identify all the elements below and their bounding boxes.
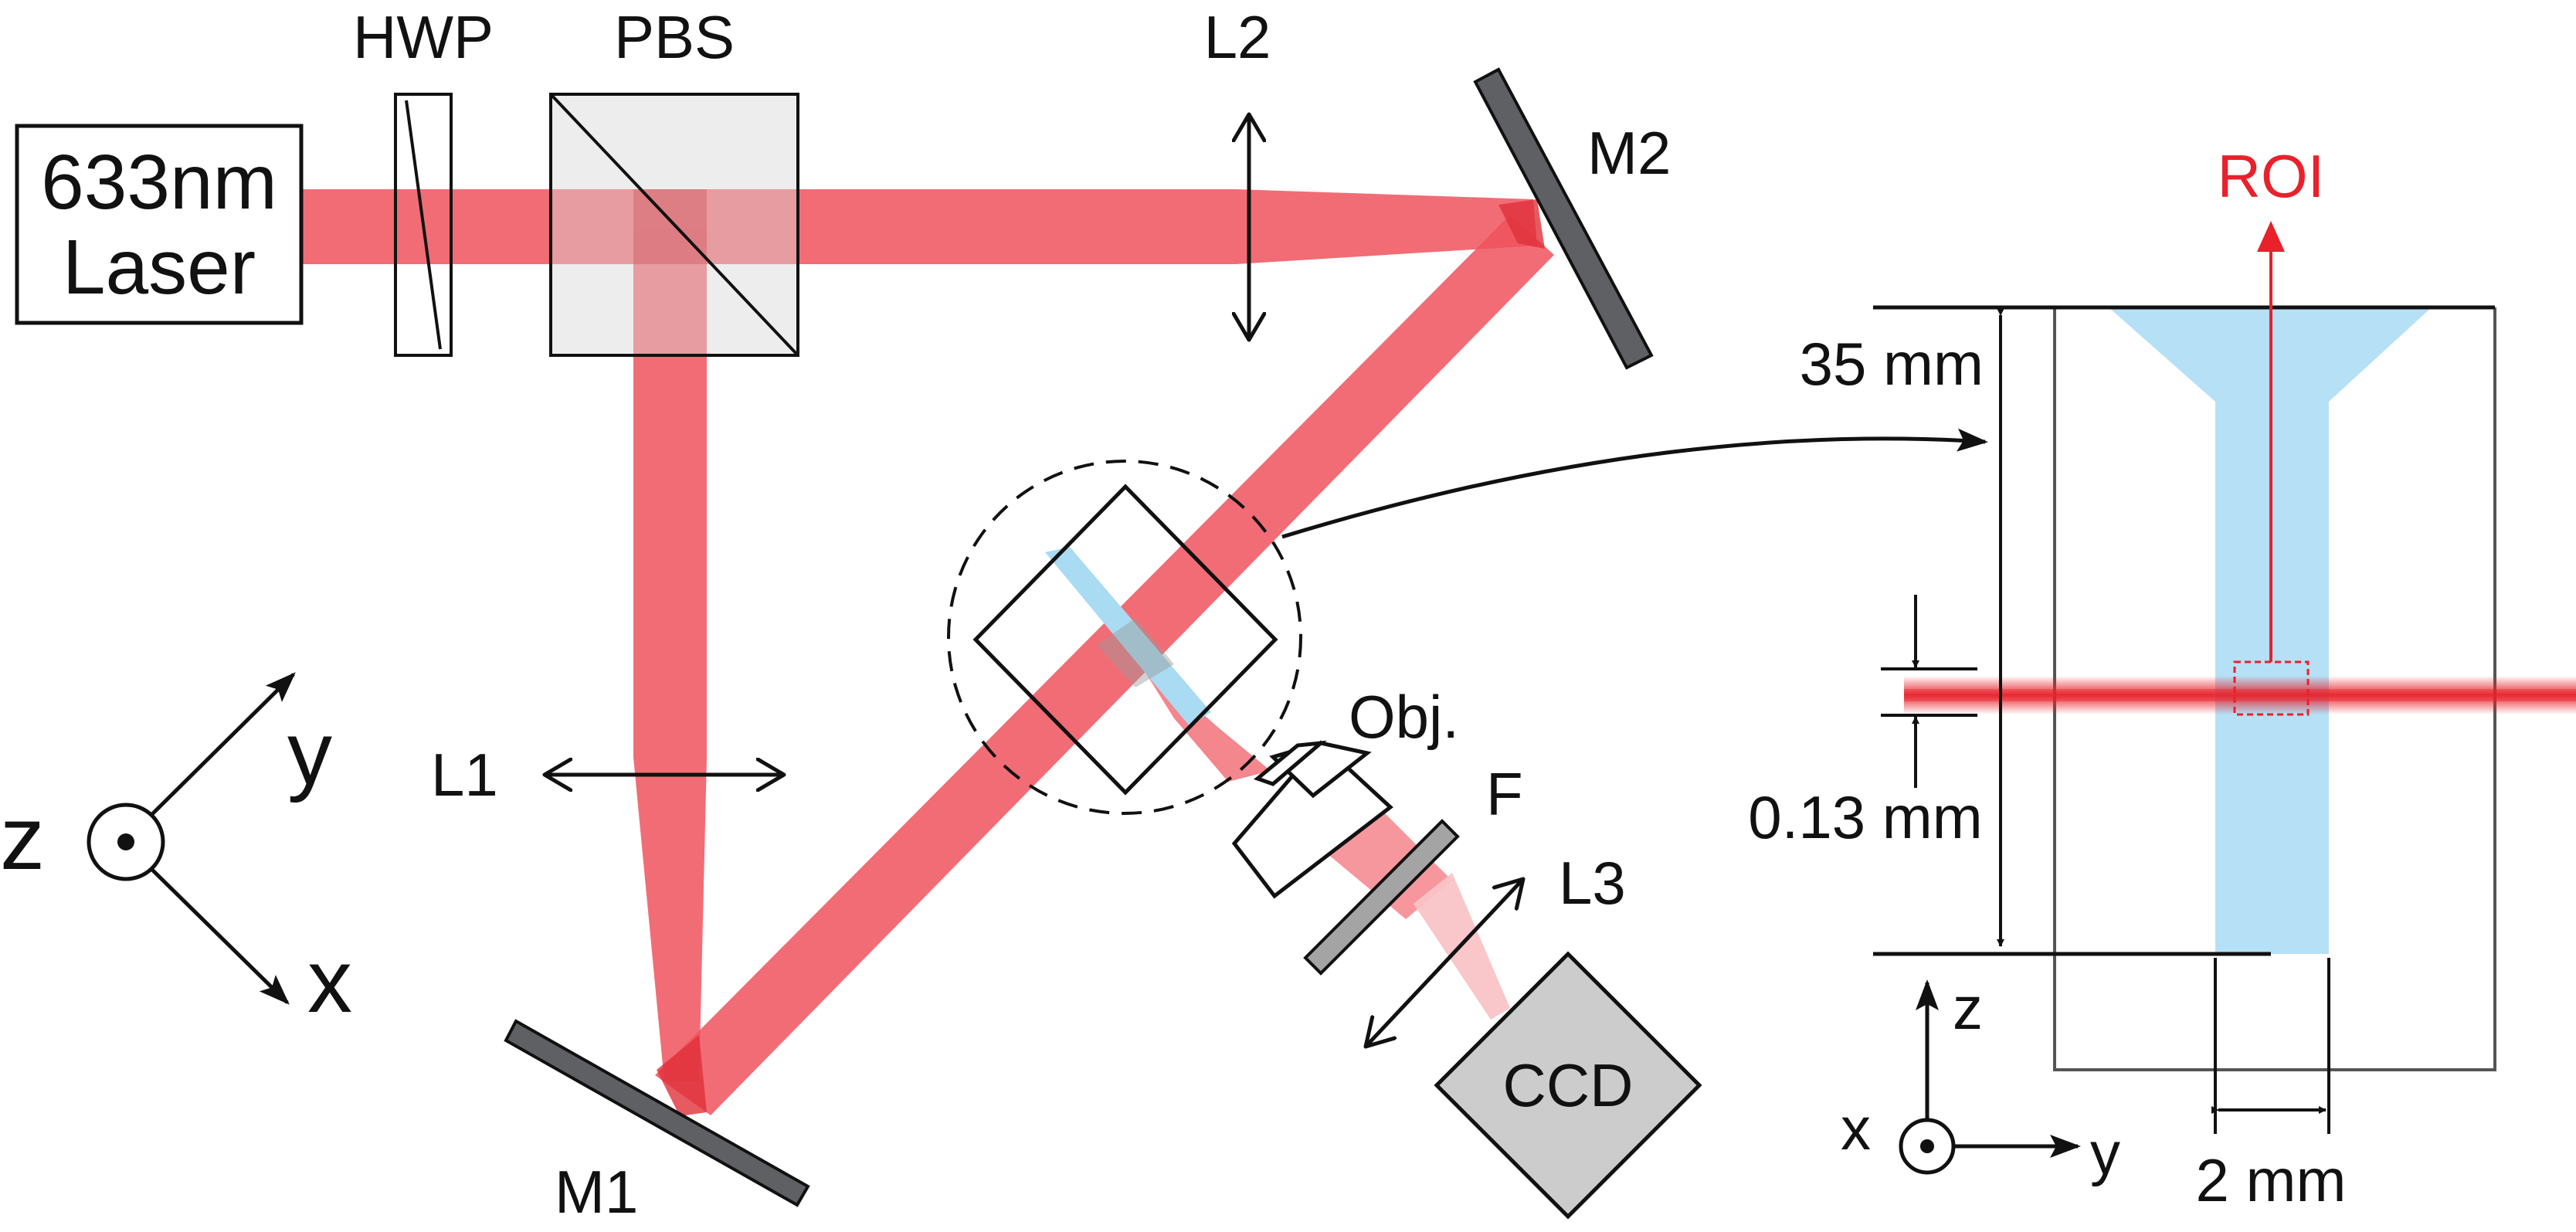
lens-l1: L1 — [431, 741, 784, 809]
inset-light-sheet-core — [1904, 689, 2576, 701]
laser-label-line1: 633nm — [41, 139, 277, 226]
hwp-body — [394, 93, 453, 357]
pbs-diagonal — [549, 93, 799, 357]
pbs-label: PBS — [614, 3, 735, 71]
lens-l3-symbol — [1366, 879, 1523, 1047]
beam-overlap-m2 — [1498, 199, 1545, 249]
axes-main: z y x — [0, 672, 352, 1031]
mirror-m2: M2 — [1473, 67, 1671, 370]
cuvette-body — [972, 484, 1278, 796]
beam-overlap-m1 — [657, 1035, 707, 1116]
beam-laser-to-m2 — [301, 189, 1537, 264]
inset-light-sheet — [1904, 676, 2576, 714]
inset-axis-x-dot — [1920, 1139, 1934, 1153]
inset-roi-label: ROI — [2218, 142, 2325, 210]
ccd-label: CCD — [1503, 1051, 1634, 1119]
hwp-diagonal — [405, 100, 442, 350]
laser-label-line2: Laser — [63, 224, 256, 311]
flow-channel — [1045, 547, 1211, 726]
inset-detail: ROI 35 mm 0.13 mm 2 mm z x y — [1748, 142, 2576, 1214]
ccd-camera: CCD — [1434, 951, 1702, 1220]
objective-label: Obj. — [1349, 683, 1459, 751]
axis-z-dot — [117, 833, 134, 850]
laser-beam-path — [301, 189, 1554, 1116]
mirror-m2-label: M2 — [1587, 119, 1671, 187]
beam-pbs-to-m1 — [633, 228, 707, 1081]
lens-l3: L3 — [1366, 849, 1626, 1047]
mirror-m1-body — [504, 1019, 810, 1207]
inset-height-label: 35 mm — [1800, 330, 1984, 398]
zoom-circle — [947, 460, 1302, 815]
hwp-label: HWP — [353, 3, 494, 71]
beam-in-sample — [1097, 618, 1174, 687]
lens-l2: L2 — [1204, 3, 1271, 340]
lens-l3-label: L3 — [1559, 849, 1626, 917]
beam-overlap-pbs — [633, 189, 707, 264]
zoom-arrow — [1281, 428, 1988, 539]
inset-axis-z-label: z — [1953, 974, 1983, 1042]
laser-box — [15, 124, 304, 325]
mirror-m2-body — [1473, 67, 1654, 370]
objective-tip — [1253, 740, 1327, 786]
sample-cuvette — [947, 460, 1302, 815]
inset-axis-y-label: y — [2090, 1119, 2120, 1187]
mirror-m1: M1 — [504, 1019, 810, 1226]
beam-m1-to-m2 — [655, 215, 1554, 1115]
lens-l2-label: L2 — [1204, 3, 1271, 71]
half-wave-plate: HWP — [353, 3, 494, 357]
lens-l1-label: L1 — [431, 741, 498, 809]
axis-y-arrow — [150, 672, 296, 816]
ccd-body — [1434, 951, 1702, 1220]
laser-source: 633nm Laser — [15, 124, 304, 325]
axis-y-label: y — [287, 703, 332, 803]
mirror-m1-label: M1 — [555, 1158, 638, 1226]
objective-lens: Obj. — [1231, 683, 1459, 899]
axis-x-arrow — [150, 867, 290, 1005]
axis-z-label: z — [0, 788, 45, 888]
inset-width-label: 2 mm — [2196, 1146, 2347, 1214]
inset-axis-x-label: x — [1841, 1095, 1871, 1162]
filter-label: F — [1486, 760, 1523, 828]
axis-x-label: x — [307, 931, 352, 1031]
inset-roi-box — [2233, 660, 2310, 716]
inset-sheet-label: 0.13 mm — [1748, 783, 1982, 851]
polarizing-beam-splitter: PBS — [549, 3, 799, 357]
